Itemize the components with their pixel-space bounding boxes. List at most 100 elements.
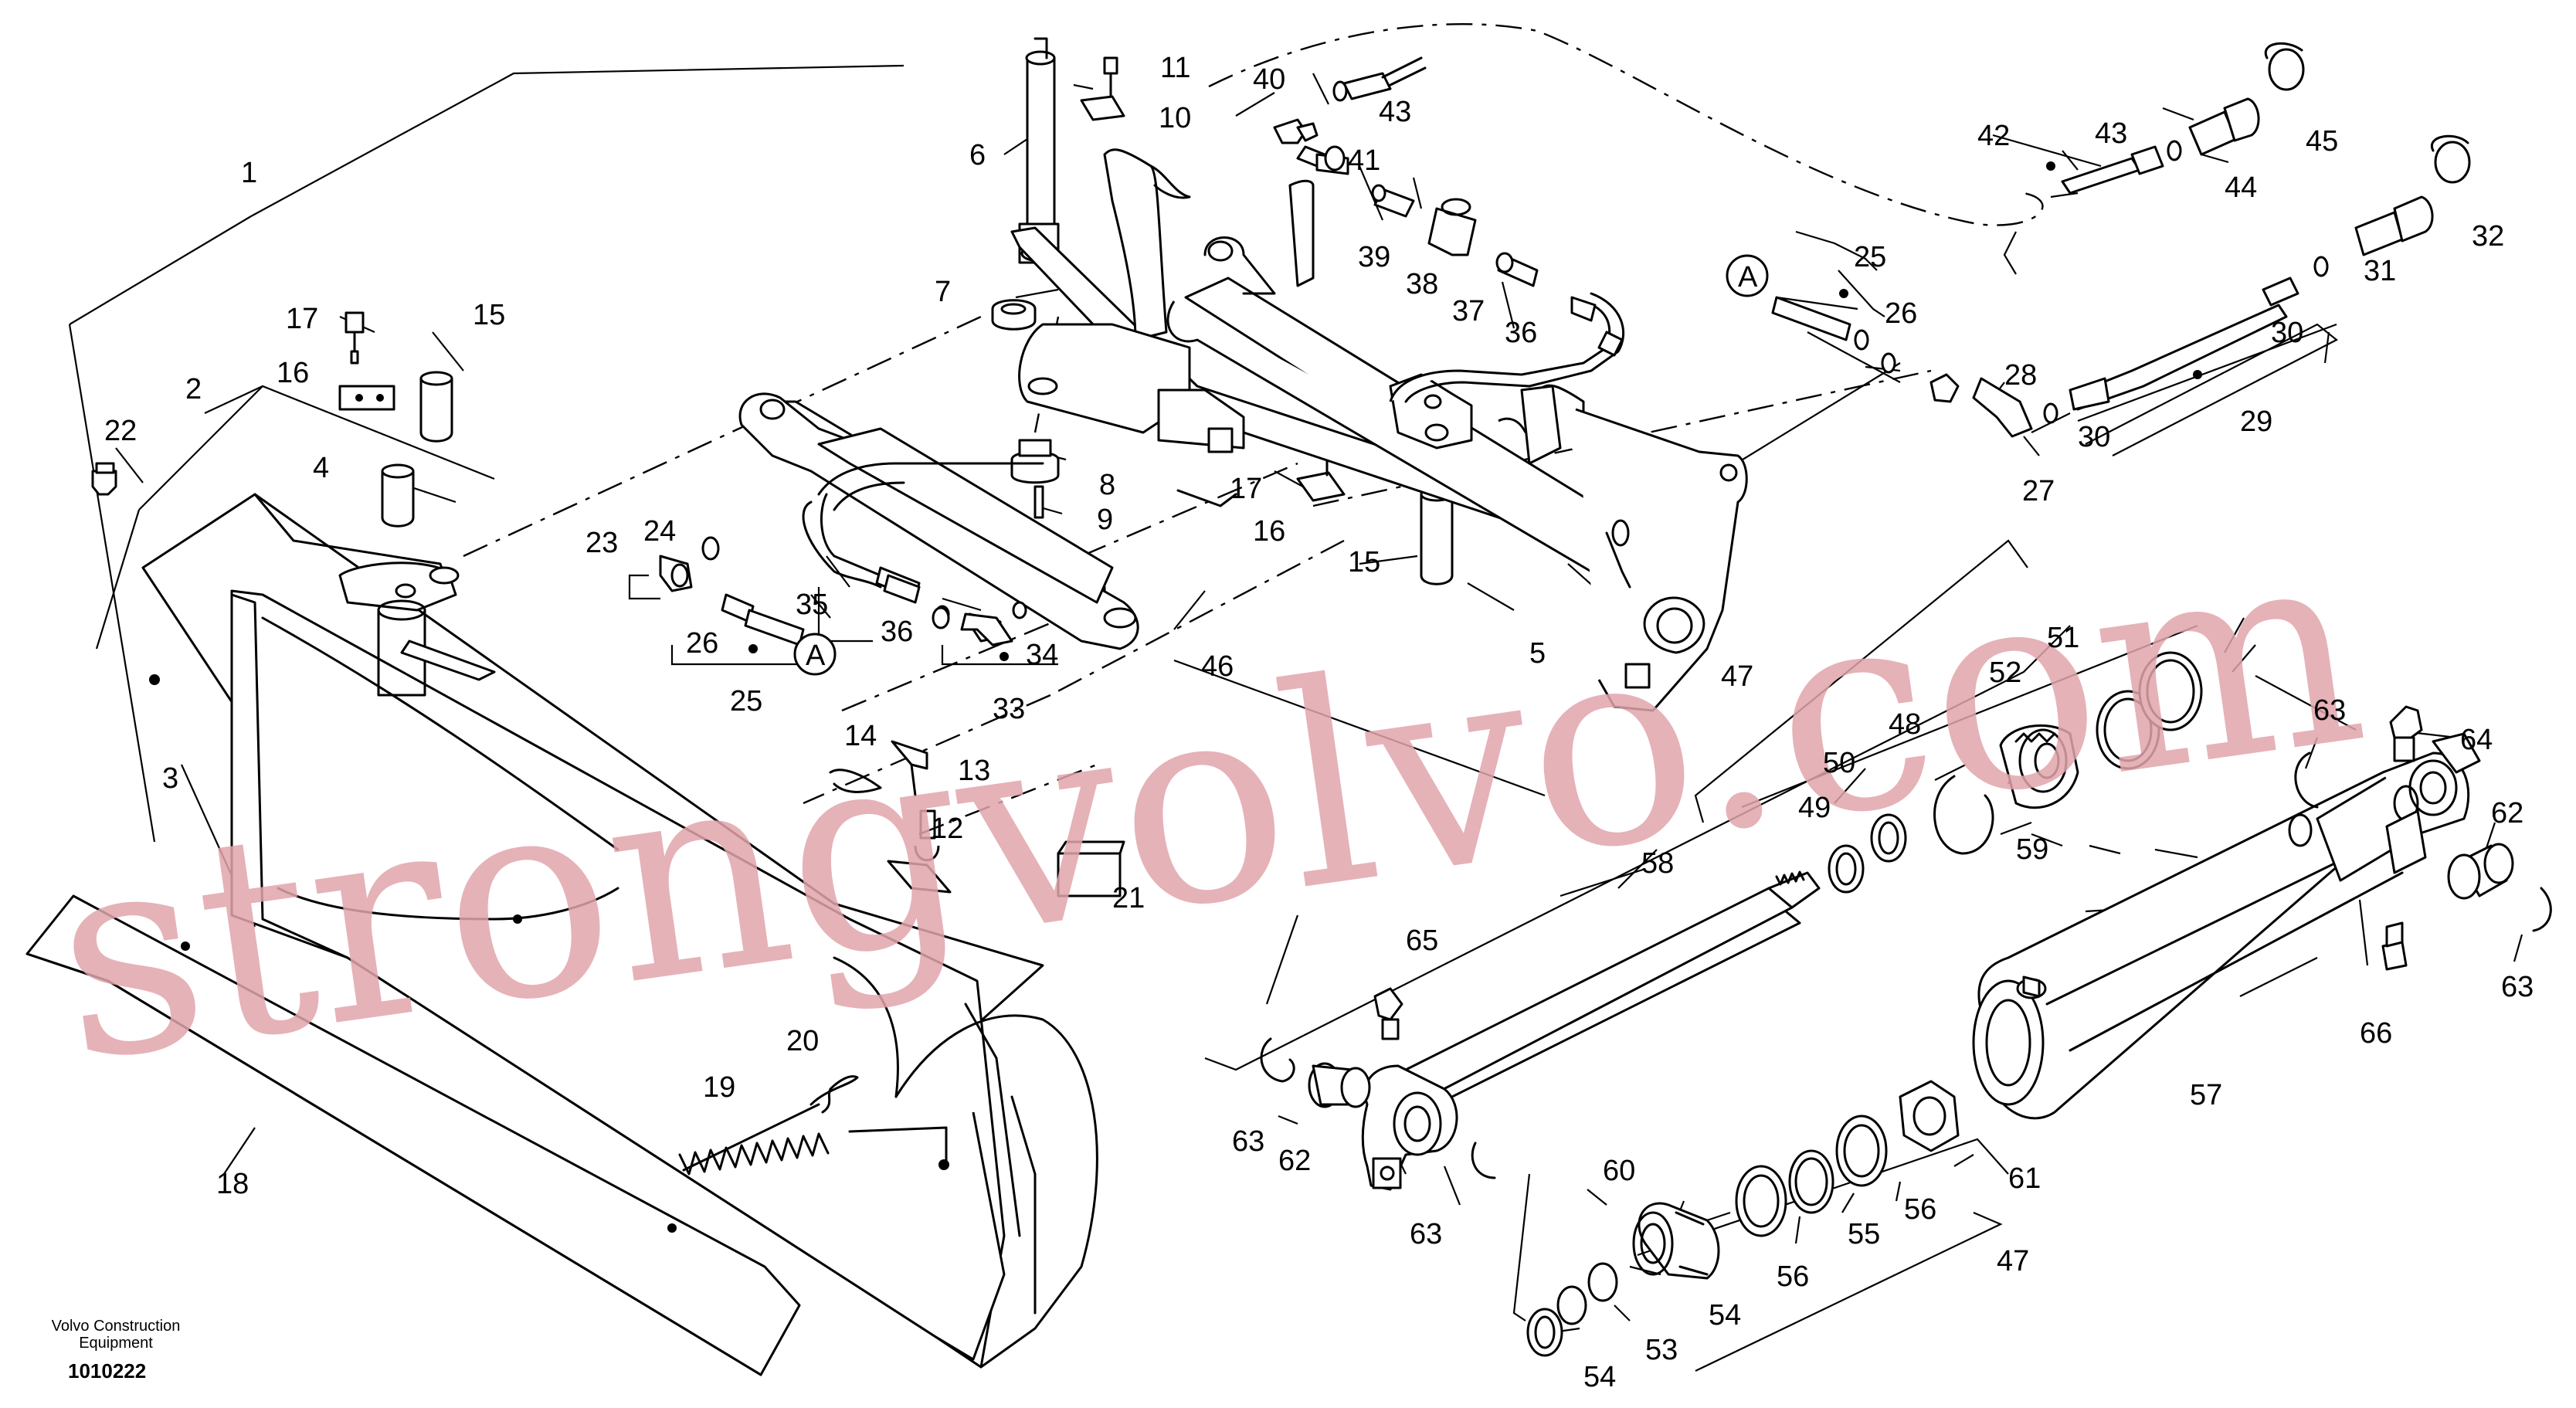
callout-47-lower: 47 — [1997, 1245, 2029, 1277]
callout-16-left: 16 — [277, 357, 309, 389]
callout-64: 64 — [2460, 724, 2493, 756]
callout-53: 53 — [1645, 1334, 1678, 1366]
hydraulic-fittings-top — [1273, 56, 1625, 403]
callout-31: 31 — [2364, 255, 2396, 287]
callout-66: 66 — [2360, 1017, 2392, 1050]
pin-14 — [829, 768, 882, 793]
callout-12: 12 — [931, 813, 963, 845]
callout-2: 2 — [185, 373, 202, 405]
callout-16-right: 16 — [1253, 515, 1285, 548]
callout-24: 24 — [643, 515, 676, 548]
callout-41: 41 — [1348, 144, 1380, 177]
cap-32 — [2434, 141, 2471, 184]
callout-52: 52 — [1989, 657, 2021, 689]
callout-30-left: 30 — [2078, 421, 2110, 453]
callout-15-left: 15 — [473, 299, 505, 331]
callout-5: 5 — [1529, 637, 1546, 670]
o-ring-43-right — [2167, 140, 2182, 161]
callout-55: 55 — [1848, 1218, 1880, 1250]
callout-25-right: 25 — [1854, 241, 1886, 273]
callout-29: 29 — [2240, 405, 2272, 438]
ring-51 — [2138, 651, 2203, 731]
callout-51: 51 — [2047, 622, 2079, 654]
callout-9: 9 — [1097, 504, 1113, 536]
callout-63-d: 63 — [2501, 971, 2534, 1003]
plate-16-right — [1296, 471, 1346, 502]
frame-5 — [1010, 148, 1748, 712]
callout-7: 7 — [935, 276, 951, 308]
tee-38 — [1427, 207, 1477, 256]
callout-46: 46 — [1201, 650, 1234, 683]
hose-42 — [2061, 157, 2141, 195]
pin-6 — [1026, 56, 1056, 231]
callout-37: 37 — [1452, 295, 1485, 327]
callout-23: 23 — [585, 527, 618, 559]
pin-22 — [91, 470, 117, 496]
callout-30-right: 30 — [2271, 317, 2303, 349]
pin-12 — [919, 809, 936, 840]
callout-25-left: 25 — [730, 685, 762, 718]
callout-59: 59 — [2016, 833, 2048, 866]
callout-a-left: A — [806, 640, 826, 672]
callout-17-right: 17 — [1230, 473, 1262, 505]
callout-33: 33 — [993, 693, 1025, 725]
pin-15-right — [1420, 493, 1454, 585]
o-ring-30-left — [2043, 402, 2058, 424]
callout-22: 22 — [104, 415, 137, 447]
callout-17-left: 17 — [286, 303, 318, 335]
grease-65 — [1373, 987, 1403, 1021]
callout-14: 14 — [844, 720, 877, 752]
bucket-small-parts — [91, 311, 952, 1176]
manufacturer-line-1: Volvo Construction — [51, 1318, 181, 1335]
ring-54a — [1526, 1308, 1563, 1357]
clip-20 — [809, 1075, 859, 1114]
tilt-cylinder-46 — [738, 392, 1139, 650]
cylinder-57 — [1972, 732, 2481, 1120]
cap-45 — [2268, 48, 2305, 91]
piston-59 — [1999, 724, 2079, 809]
callout-27: 27 — [2022, 475, 2055, 507]
seal-kit-lower — [1260, 987, 1960, 1357]
callout-54-right: 54 — [1709, 1299, 1741, 1332]
callout-6: 6 — [969, 139, 986, 171]
nut-61 — [1899, 1080, 1960, 1152]
manufacturer-line-2: Equipment — [79, 1335, 153, 1352]
callout-63-b: 63 — [1410, 1218, 1442, 1250]
callout-57: 57 — [2190, 1079, 2222, 1111]
callout-20: 20 — [786, 1025, 819, 1057]
callout-18: 18 — [216, 1168, 249, 1200]
fitting-26-right — [1771, 296, 1851, 341]
callout-26-right: 26 — [1885, 297, 1917, 330]
callout-45: 45 — [2306, 125, 2338, 158]
hydraulic-fittings-right — [1771, 42, 2471, 438]
ref-circle-a-right — [1726, 254, 1769, 297]
callout-11: 11 — [1160, 52, 1190, 84]
grease-64 — [2389, 705, 2423, 743]
o-ring-24 — [701, 536, 720, 561]
callout-10: 10 — [1159, 102, 1191, 134]
callout-34: 34 — [1026, 639, 1058, 671]
callout-3: 3 — [162, 762, 178, 795]
callout-62-left: 62 — [1278, 1145, 1311, 1177]
callout-62-right: 62 — [2491, 797, 2523, 830]
callout-4: 4 — [313, 452, 329, 484]
callout-1: 1 — [241, 157, 257, 189]
callout-43-right: 43 — [2095, 117, 2127, 150]
o-ring-36-left — [932, 606, 950, 629]
callout-39: 39 — [1358, 241, 1390, 273]
hose-36-top — [1389, 300, 1611, 402]
pin-13 — [891, 740, 928, 770]
seal-kit-upper — [1828, 651, 2552, 971]
ref-circle-a-left — [793, 633, 837, 676]
rod-58 — [1361, 870, 1821, 1191]
callout-49: 49 — [1798, 792, 1831, 824]
hydraulic-fittings-left — [659, 536, 1013, 661]
hose-43-top — [1342, 72, 1392, 100]
circlip-63d — [2532, 887, 2552, 932]
spring-19 — [678, 1103, 830, 1176]
callout-42: 42 — [1977, 120, 2010, 152]
nut-28 — [1929, 373, 1960, 403]
callout-65: 65 — [1406, 925, 1438, 957]
bush-4 — [381, 470, 415, 528]
callout-47-upper: 47 — [1721, 660, 1753, 693]
